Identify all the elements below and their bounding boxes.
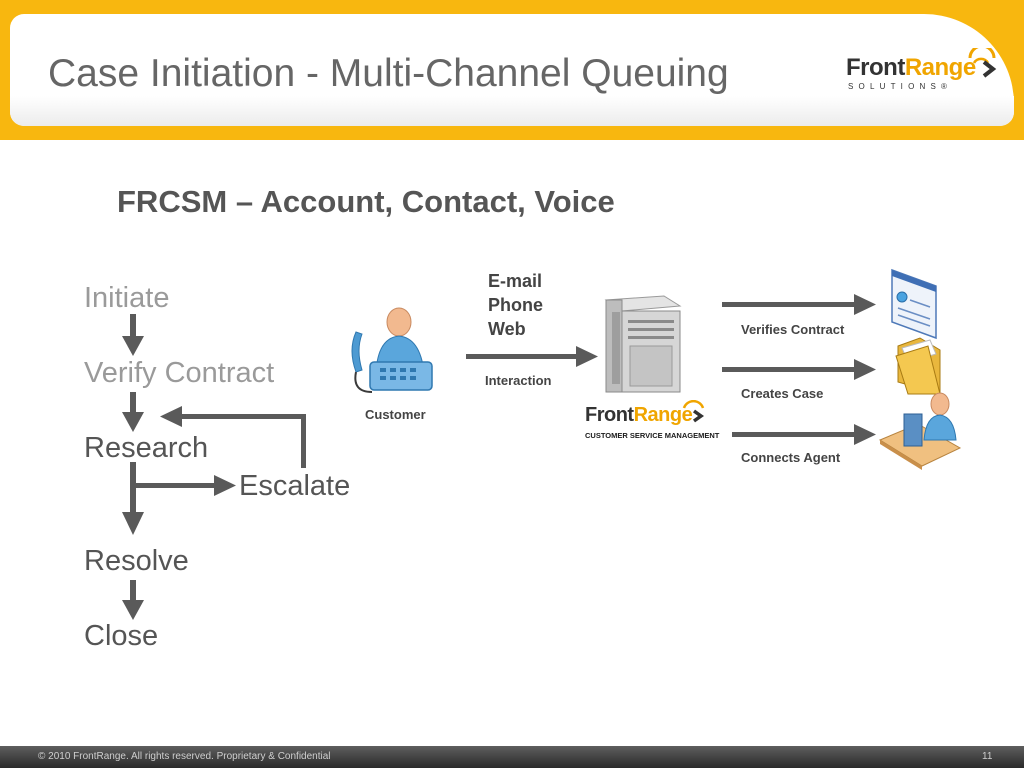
customer-phone-icon <box>351 307 433 393</box>
step-verify-contract: Verify Contract <box>84 357 275 389</box>
arrow-resolve-to-close <box>122 580 144 620</box>
channel-email: E-mail <box>488 271 543 291</box>
arrow-interaction <box>466 346 598 367</box>
header-shine <box>10 96 1014 126</box>
frcsm-logo: FrontRange CUSTOMER SERVICE MANAGEMENT <box>585 400 719 444</box>
slide-subtitle: FRCSM – Account, Contact, Voice <box>117 184 615 219</box>
frcsm-wordmark: FrontRange <box>585 404 693 426</box>
interaction-label: Interaction <box>485 373 552 388</box>
arrow-to-escalate <box>136 475 236 496</box>
arrow-creates-case <box>722 359 876 380</box>
step-research: Research <box>84 432 209 464</box>
folder-icon <box>895 337 941 395</box>
arrow-research-to-resolve <box>122 462 144 535</box>
logo-wordmark: FrontRange <box>846 54 976 81</box>
frcsm-chevron-icon <box>682 400 705 423</box>
frcsm-tagline: CUSTOMER SERVICE MANAGEMENT <box>585 431 720 440</box>
step-resolve: Resolve <box>84 545 189 577</box>
document-window-icon <box>891 268 937 340</box>
arrow-verifies-contract <box>722 294 876 315</box>
slide-title: Case Initiation - Multi-Channel Queuing <box>48 52 729 95</box>
channel-web: Web <box>488 319 526 339</box>
step-initiate: Initiate <box>84 282 170 314</box>
outcome-connects-agent: Connects Agent <box>741 450 841 465</box>
channel-phone: Phone <box>488 295 544 315</box>
step-close: Close <box>84 620 159 652</box>
logo-chevron-icon <box>968 48 997 78</box>
page-number: 11 <box>982 751 993 762</box>
logo-tagline: SOLUTIONS® <box>848 82 953 91</box>
customer-label: Customer <box>365 407 426 422</box>
footer-copyright: © 2010 FrontRange. All rights reserved. … <box>38 751 331 762</box>
arrow-verify-to-research <box>122 392 144 432</box>
arrow-escalate-loop <box>160 406 306 468</box>
arrow-connects-agent <box>732 424 876 445</box>
frontrange-logo: FrontRange SOLUTIONS® <box>846 48 997 98</box>
arrow-initiate-to-verify <box>122 314 144 356</box>
outcome-creates-case: Creates Case <box>741 386 824 401</box>
outcome-verifies-contract: Verifies Contract <box>741 322 845 337</box>
footer-bar: © 2010 FrontRange. All rights reserved. … <box>0 746 1024 768</box>
server-icon <box>604 295 682 393</box>
agent-desk-icon <box>878 392 962 470</box>
step-escalate: Escalate <box>239 470 351 502</box>
